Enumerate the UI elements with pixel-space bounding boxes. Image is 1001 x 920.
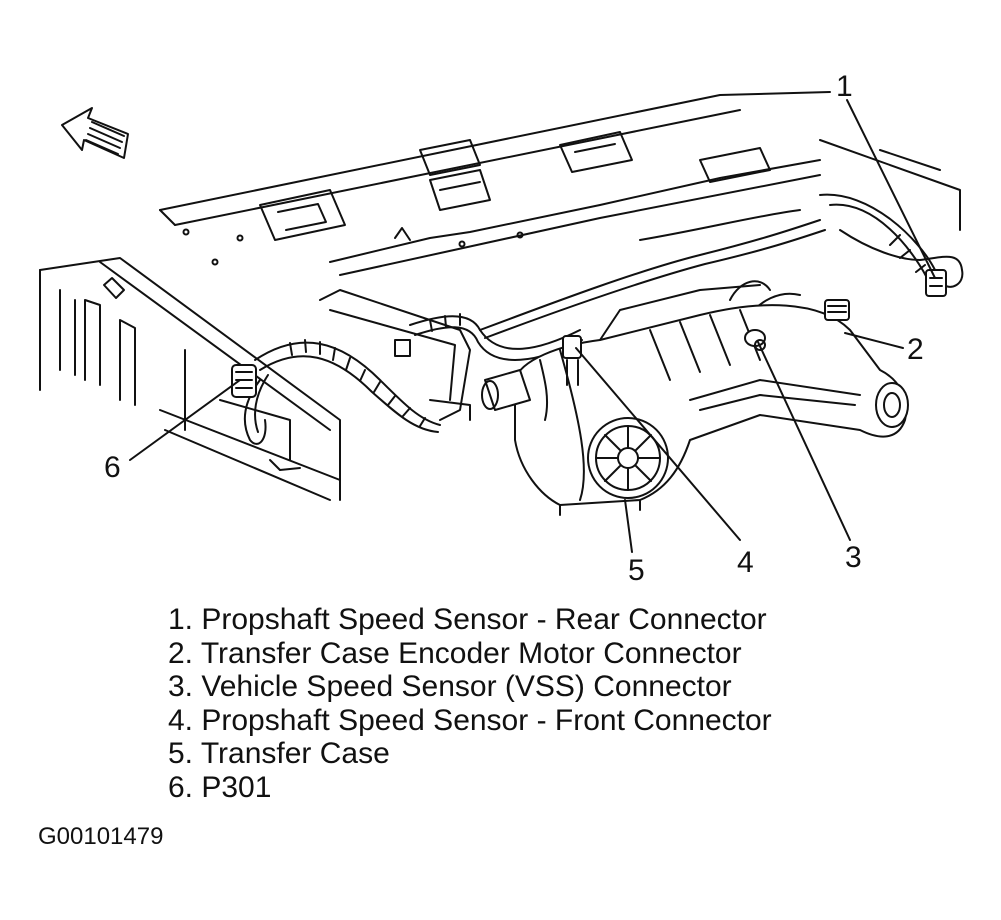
callout-5: 5 [628,554,645,587]
legend-item: 1. Propshaft Speed Sensor - Rear Connect… [168,603,767,636]
frame-rail [39,257,341,501]
callout-2: 2 [907,333,924,366]
front-direction-arrow-icon [61,107,129,159]
callout-1: 1 [836,70,853,103]
encoder-motor-connector [824,299,850,321]
leader-lines [129,99,936,553]
legend-item: 2. Transfer Case Encoder Motor Connector [168,636,742,670]
transfer-case [481,284,909,516]
front-sensor-connector [562,335,582,386]
callout-4: 4 [737,546,754,579]
figure-id: G00101479 [38,823,164,850]
harness-bracket [319,289,471,421]
vss-connector [744,329,766,351]
floor-pan [159,91,961,276]
callout-6: 6 [104,451,121,484]
legend-item: 5. Transfer Case [168,737,390,770]
rear-sensor-connector [925,269,947,297]
legend-list: 1. Propshaft Speed Sensor - Rear Connect… [168,603,772,804]
legend-item: 3. Vehicle Speed Sensor (VSS) Connector [168,670,732,703]
callout-3: 3 [845,541,862,574]
legend-item: 4. Propshaft Speed Sensor - Front Connec… [168,703,772,737]
legend-item: 6. P301 [168,770,272,804]
